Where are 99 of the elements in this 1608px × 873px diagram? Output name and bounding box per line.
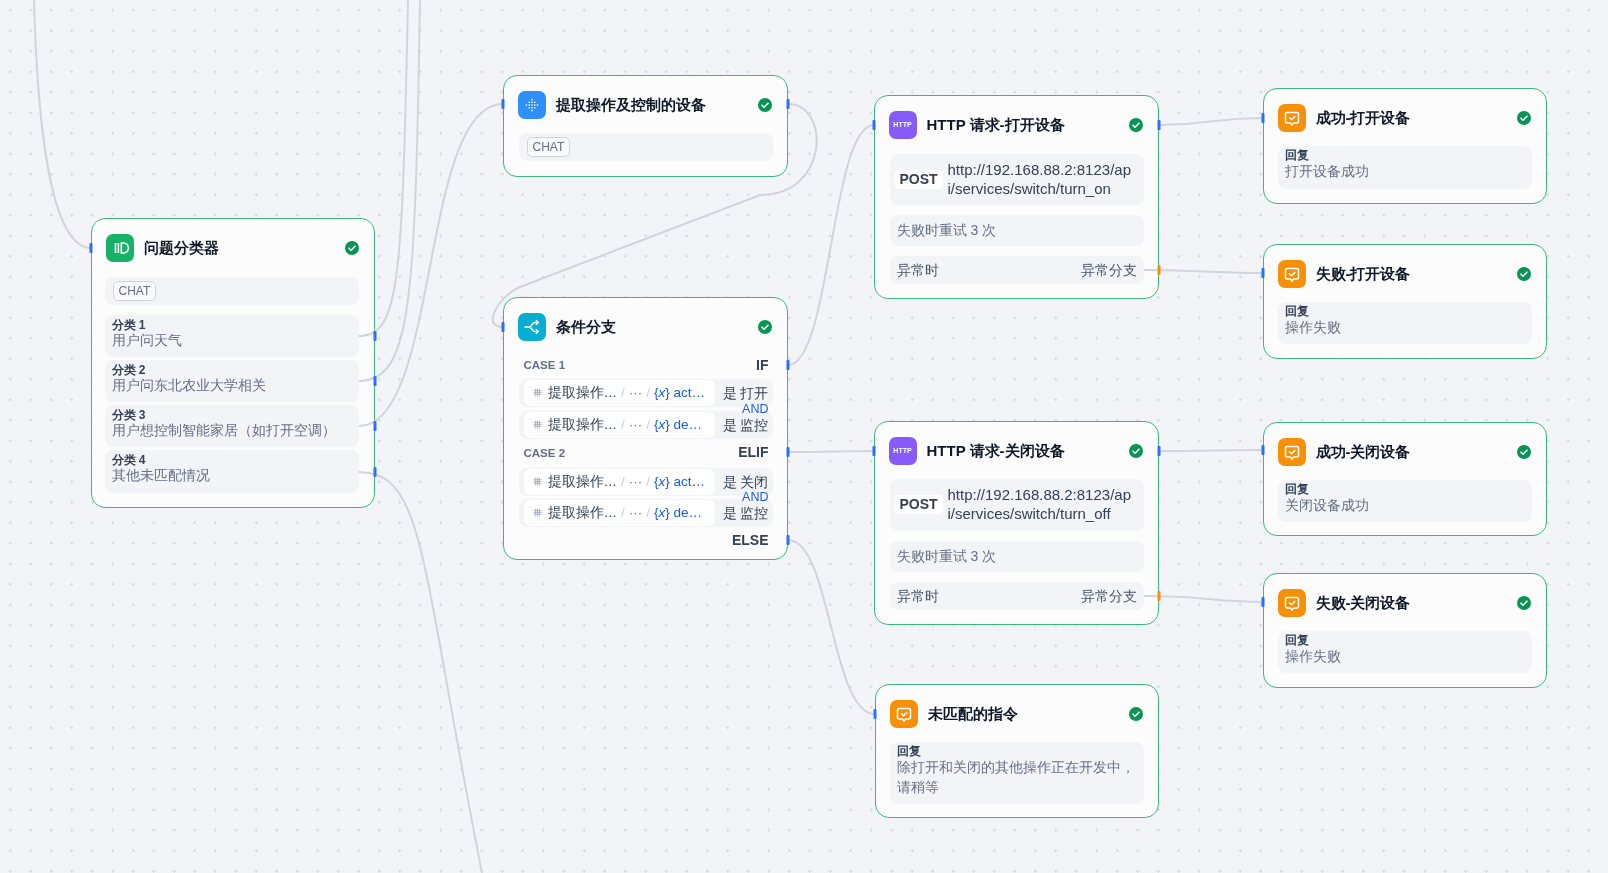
path-separator: /	[646, 503, 651, 522]
variable-name: 提取操作…	[547, 383, 617, 402]
reply-text: 操作失败	[1284, 318, 1342, 338]
node-card	[874, 421, 1159, 625]
class-label: 分类 3	[111, 406, 146, 423]
exception-label: 异常时	[896, 586, 939, 605]
reply-label: 回复	[896, 743, 921, 759]
path-ellipsis: ···	[628, 383, 643, 402]
class-label: 分类 2	[111, 361, 146, 378]
class-item	[104, 314, 359, 357]
connector-line	[784, 119, 878, 371]
branch-label: IF	[756, 356, 769, 373]
url-text: http://192.168.88.2:8123/api/services/switch/turn_off	[947, 485, 1132, 523]
node-title: 成功-打开设备	[1315, 107, 1411, 128]
node-title: 未匹配的指令	[927, 703, 1018, 724]
class-description: 用户问东北农业大学相关	[111, 376, 266, 393]
variable-name: 提取操作…	[547, 415, 617, 434]
node-card	[503, 297, 788, 560]
class-description: 其他未匹配情况	[111, 466, 210, 483]
connector-line	[491, 98, 818, 333]
variable-field: {x} de…	[654, 503, 703, 522]
condition-value: 是 关闭	[722, 472, 769, 491]
logic-operator: AND	[742, 489, 769, 505]
logic-operator: AND	[742, 400, 769, 417]
connector-line	[33, 0, 94, 254]
reply-text: 关闭设备成功	[1284, 496, 1370, 516]
node-title: 条件分支	[555, 316, 616, 337]
method-badge: POST	[894, 169, 943, 189]
node-card	[503, 75, 788, 177]
node-card	[1263, 244, 1547, 359]
node-card	[91, 218, 375, 508]
connector-line	[1157, 445, 1265, 456]
path-separator: /	[621, 383, 625, 402]
connector-line	[358, 468, 483, 873]
node-card	[874, 95, 1159, 299]
connector-line	[784, 534, 878, 720]
node-title: 问题分类器	[143, 237, 219, 258]
reply-text: 打开设备成功	[1284, 162, 1370, 182]
path-ellipsis: ···	[628, 472, 643, 491]
mode-badge: CHAT	[526, 136, 571, 157]
variable-field: {x} act…	[654, 383, 706, 402]
node-card	[1263, 573, 1547, 688]
reply-text: 操作失败	[1284, 647, 1342, 667]
variable-name: 提取操作…	[547, 472, 617, 491]
node-title: 提取操作及控制的设备	[555, 94, 706, 115]
class-label: 分类 4	[111, 451, 146, 468]
class-description: 用户问天气	[111, 331, 182, 348]
branch-label: ELSE	[731, 531, 769, 548]
node-card	[875, 684, 1159, 818]
class-item	[104, 359, 359, 402]
retry-setting: 失败时重试 3 次	[889, 214, 1144, 246]
reply-label: 回复	[1284, 303, 1309, 319]
condition-value: 是 打开	[722, 383, 769, 402]
node-card	[1263, 88, 1547, 204]
connector-line	[1157, 113, 1265, 130]
path-separator: /	[621, 472, 625, 491]
reply-label: 回复	[1284, 147, 1309, 163]
case-label: CASE 2	[523, 445, 566, 461]
node-title: 成功-关闭设备	[1315, 441, 1411, 462]
retry-setting: 失败时重试 3 次	[889, 540, 1144, 572]
branch-label: ELIF	[738, 444, 769, 461]
node-title: HTTP 请求-关闭设备	[926, 440, 1065, 461]
path-separator: /	[621, 415, 625, 434]
condition-value: 是 监控	[722, 415, 769, 434]
variable-field: {x} de…	[654, 415, 703, 434]
class-item	[104, 449, 359, 493]
path-ellipsis: ···	[628, 415, 643, 434]
variable-field: {x} act…	[654, 472, 706, 491]
node-title: HTTP 请求-打开设备	[926, 114, 1065, 135]
method-badge: POST	[894, 494, 943, 514]
class-label: 分类 1	[111, 316, 146, 333]
path-separator: /	[646, 415, 651, 434]
case-label: CASE 1	[523, 358, 566, 374]
node-title: 失败-关闭设备	[1315, 592, 1411, 613]
reply-label: 回复	[1284, 632, 1309, 648]
node-card	[1263, 422, 1547, 536]
path-separator: /	[621, 503, 625, 522]
model-row	[518, 132, 773, 161]
model-row	[104, 276, 359, 305]
path-ellipsis: ···	[628, 503, 643, 522]
mode-badge: CHAT	[112, 280, 157, 301]
connector-line	[1143, 591, 1265, 607]
url-text: http://192.168.88.2:8123/api/services/switch/turn_on	[947, 160, 1132, 198]
variable-name: 提取操作…	[547, 503, 617, 522]
connector-line	[786, 446, 876, 457]
exception-row	[889, 255, 1144, 284]
class-description: 用户想控制智能家居（如打开空调）	[111, 421, 336, 438]
condition-value: 是 监控	[722, 503, 769, 522]
node-title: 失败-打开设备	[1315, 263, 1411, 284]
branch-label: 异常分支	[1080, 586, 1137, 605]
exception-label: 异常时	[896, 260, 939, 279]
exception-row	[889, 581, 1144, 610]
class-item	[104, 404, 359, 447]
reply-text: 除打开和关闭的其他操作正在开发中，请稍等	[896, 758, 1136, 798]
path-separator: /	[646, 472, 651, 491]
connector-line	[1143, 265, 1265, 278]
reply-label: 回复	[1284, 481, 1309, 497]
branch-label: 异常分支	[1080, 260, 1137, 279]
path-separator: /	[646, 383, 651, 402]
